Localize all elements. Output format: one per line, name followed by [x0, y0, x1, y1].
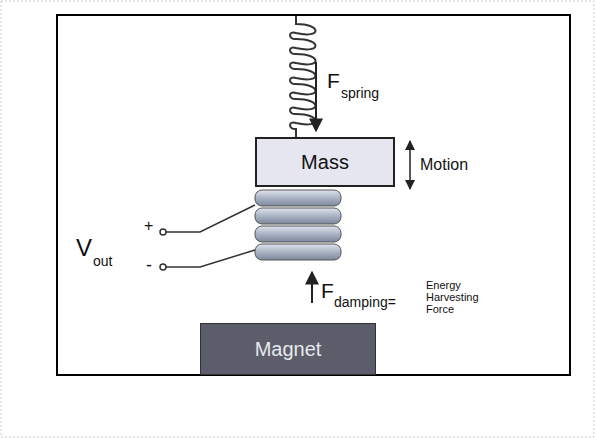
voltage-symbol: V — [76, 236, 92, 260]
wire — [166, 250, 255, 267]
spring-symbol — [290, 16, 316, 137]
force-symbol: F — [327, 70, 340, 91]
housing-frame — [57, 15, 570, 375]
coil-winding — [255, 226, 341, 242]
motion-arrow — [409, 141, 411, 189]
terminal — [160, 229, 166, 235]
polarity-sign: + — [144, 218, 153, 234]
force-subscript: spring — [341, 86, 379, 100]
polarity-sign: - — [146, 256, 152, 274]
magnet-box: Magnet — [200, 323, 376, 375]
mass-box: Mass — [255, 137, 395, 187]
spring-coil — [290, 16, 316, 137]
coil-winding — [255, 208, 341, 224]
node-label: Mass — [301, 151, 349, 174]
coil-symbol — [255, 190, 341, 260]
wire — [166, 205, 255, 232]
energy-note: Energy Harvesting Force — [426, 279, 498, 315]
voltage-subscript: out — [93, 254, 112, 268]
motion-label: Motion — [420, 157, 468, 173]
damping-force-arrow — [311, 272, 313, 303]
force-subscript: damping= — [334, 295, 396, 309]
coil-winding — [255, 244, 341, 260]
node-label: Magnet — [255, 338, 322, 361]
force-symbol: F — [321, 280, 334, 301]
spring-force-arrow — [315, 62, 317, 131]
coil-winding — [255, 190, 341, 206]
terminal — [160, 264, 166, 270]
